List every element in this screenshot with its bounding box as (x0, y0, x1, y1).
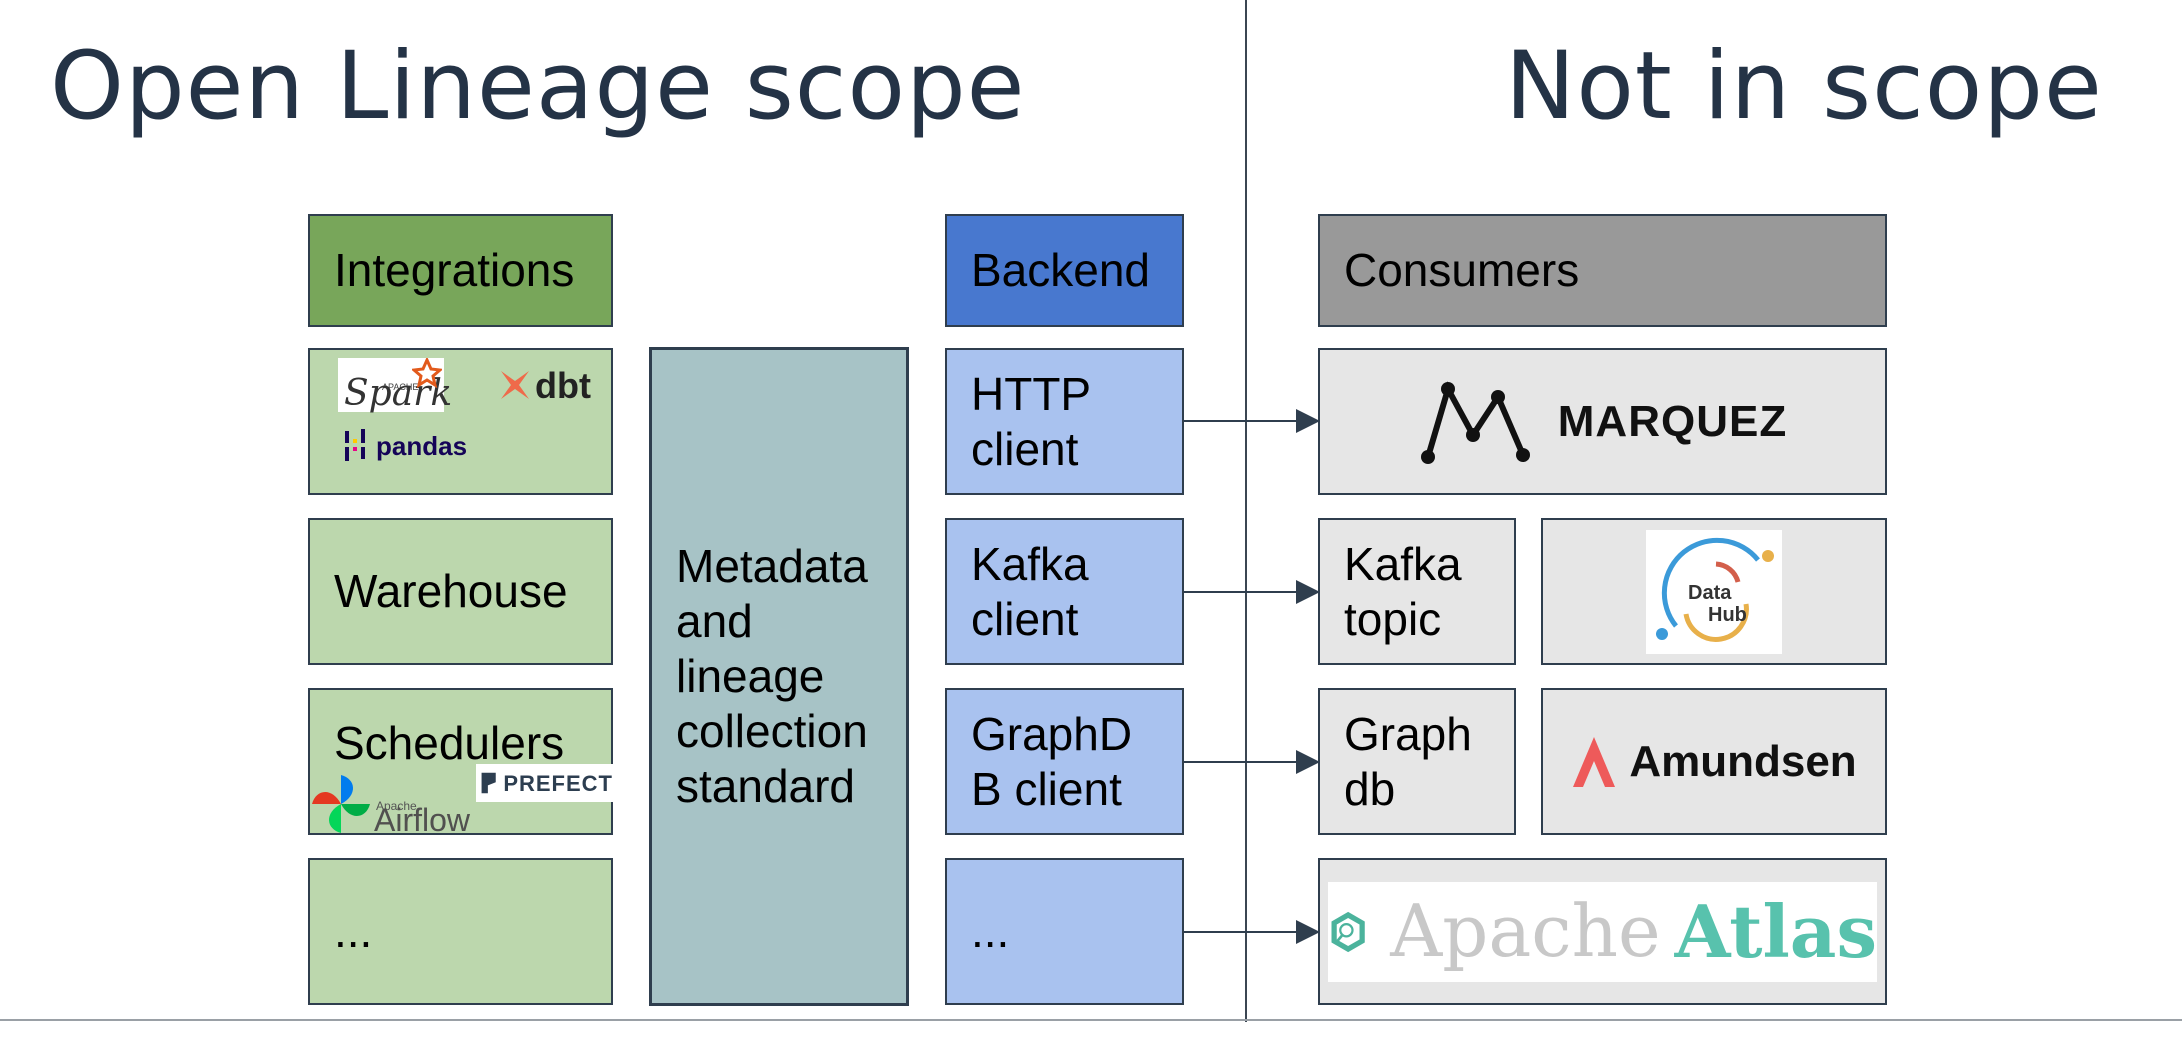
kafka-client-box: Kafka client (945, 518, 1184, 665)
backend-more-box: ... (945, 858, 1184, 1005)
integrations-more-label: ... (334, 905, 373, 957)
graphdb-client-label: GraphDB client (971, 707, 1133, 815)
kafka-topic-box: Kafka topic (1318, 518, 1516, 665)
kafka-client-label: Kafka client (971, 537, 1089, 645)
dbt-logo: dbt (497, 362, 591, 408)
http-client-box: HTTP client (945, 348, 1184, 495)
datahub-logo: Data Hub (1646, 529, 1782, 654)
atlas-hexagon-icon (1331, 911, 1365, 952)
spark-logo: APACHE Spark (338, 358, 452, 414)
warehouse-box: Warehouse (308, 518, 613, 665)
integrations-header: Integrations (308, 214, 613, 327)
graph-db-label: Graph db (1344, 707, 1472, 815)
http-client-label: HTTP client (971, 367, 1091, 475)
standard-box: Metadata and lineage collection standard (649, 347, 909, 1006)
marquez-box: MARQUEZ (1318, 348, 1887, 495)
integrations-tools-box: APACHE Spark dbt pandas (308, 348, 613, 495)
warehouse-label: Warehouse (334, 565, 568, 617)
standard-label: Metadata and lineage collection standard (676, 540, 868, 812)
amundsen-icon (1573, 736, 1616, 787)
integrations-header-label: Integrations (334, 244, 575, 296)
consumers-header-label: Consumers (1344, 244, 1580, 296)
dbt-icon (501, 371, 529, 399)
title-in-scope: Open Lineage scope (50, 32, 1026, 141)
datahub-box: Data Hub (1541, 518, 1887, 665)
backend-more-label: ... (971, 905, 1010, 957)
kafka-topic-label: Kafka topic (1344, 537, 1462, 645)
airflow-logo: Apache Airflow (310, 772, 482, 838)
prefect-icon (481, 772, 496, 794)
spark-star-icon (412, 358, 442, 388)
backend-header-label: Backend (971, 244, 1151, 296)
backend-header: Backend (945, 214, 1184, 327)
pandas-logo: pandas (344, 426, 467, 466)
apache-atlas-logo: Apache Atlas (1328, 881, 1877, 982)
integrations-more-box: ... (308, 858, 613, 1005)
marquez-logo: MARQUEZ (1418, 377, 1787, 467)
graph-db-box: Graph db (1318, 688, 1516, 835)
graphdb-client-box: GraphDB client (945, 688, 1184, 835)
pandas-icon (345, 429, 365, 461)
amundsen-box: Amundsen (1541, 688, 1887, 835)
scope-divider (1245, 0, 1247, 1022)
prefect-logo: PREFECT (476, 764, 613, 802)
schedulers-box: Schedulers Apache Airflow PREFECT (308, 688, 613, 838)
datahub-icon (1656, 537, 1774, 642)
bottom-rule (0, 1019, 2182, 1021)
airflow-pinwheel-icon (312, 775, 370, 833)
schedulers-label: Schedulers (334, 717, 565, 769)
atlas-box: Apache Atlas (1318, 858, 1887, 1005)
marquez-icon (1420, 380, 1530, 464)
connector-arrows (1184, 409, 1320, 944)
consumers-header: Consumers (1318, 214, 1887, 327)
amundsen-logo: Amundsen (1571, 734, 1857, 789)
title-not-in-scope: Not in scope (1505, 32, 2103, 141)
